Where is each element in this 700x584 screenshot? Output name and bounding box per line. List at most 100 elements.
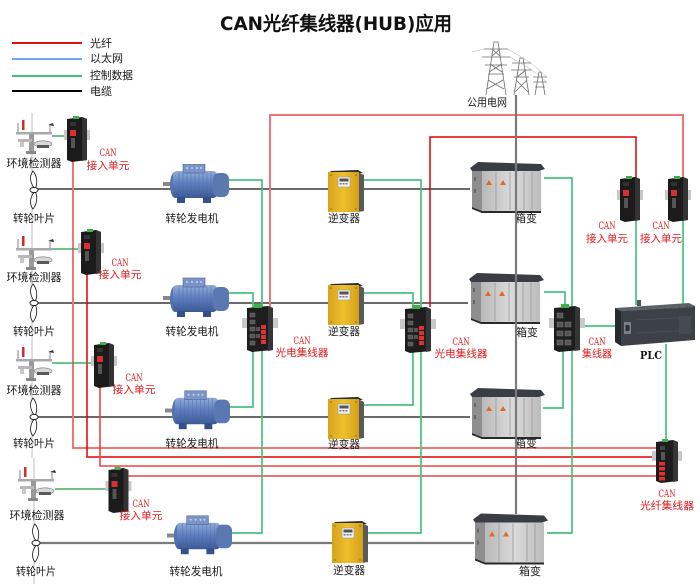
environment-detector-label: 环境检测器 xyxy=(7,270,62,284)
generator-label: 转轮发电机 xyxy=(166,211,219,225)
legend-label-fiber: 光纤 xyxy=(90,36,112,50)
generator-label: 转轮发电机 xyxy=(170,564,223,578)
environment-detector-label: 环境检测器 xyxy=(7,156,62,170)
power-grid-tower-icon xyxy=(471,41,548,96)
access-unit-name-label: 接入单元 xyxy=(87,159,131,172)
inverter-label: 逆变器 xyxy=(333,563,365,577)
turbine-blade-icon xyxy=(29,283,39,323)
generator-label: 转轮发电机 xyxy=(166,436,219,450)
turbine-blade-label: 转轮叶片 xyxy=(13,436,55,450)
inverter-icon xyxy=(328,397,364,439)
turbine-blade-label: 转轮叶片 xyxy=(13,324,55,338)
inverter-icon xyxy=(332,521,368,563)
turbine-blade-icon xyxy=(29,170,39,210)
control-data-line xyxy=(544,291,566,308)
box-transformer-icon xyxy=(469,387,545,439)
box-transformer-icon xyxy=(469,161,545,213)
box-transformer-label: 箱变 xyxy=(519,564,541,578)
control-data-line xyxy=(229,179,263,534)
generator-icon xyxy=(163,277,230,318)
hub-name-label: 集线器 xyxy=(582,347,612,360)
generator-icon xyxy=(165,390,231,430)
optoelectric-hub-2: CAN 光电集线器 xyxy=(400,305,488,360)
turbine-row-1: 环境检测器 转轮叶片 CAN 接入单元 转轮发电机 逆变器 箱变 xyxy=(7,116,545,225)
control-access-unit-2: CAN 接入单元 xyxy=(640,176,691,245)
box-transformer-label: 箱变 xyxy=(516,325,538,339)
optoelectric-hub-1: CAN 光电集线器 xyxy=(242,304,329,359)
control-data-line xyxy=(544,177,573,534)
environment-detector-icon xyxy=(15,346,55,382)
optoelectric-hub-icon xyxy=(242,304,278,352)
generator-label: 转轮发电机 xyxy=(166,324,219,338)
fiber-line xyxy=(269,114,684,307)
environment-detector-icon xyxy=(17,466,57,502)
turbine-blade-icon xyxy=(31,523,41,563)
can-access-unit-icon xyxy=(665,176,691,222)
hub-protocol-label: CAN xyxy=(589,336,606,348)
access-unit-name-label: 接入单元 xyxy=(640,232,682,245)
fiber-line xyxy=(72,160,656,449)
access-unit-protocol-label: CAN xyxy=(126,372,143,384)
legend-label-control-data: 控制数据 xyxy=(90,68,133,82)
control-data-line xyxy=(362,292,414,309)
generator-icon xyxy=(167,515,233,555)
can-access-unit-icon xyxy=(64,116,90,162)
turbine-row-3: 环境检测器 转轮叶片 CAN 接入单元 转轮发电机 逆变器 箱变 xyxy=(7,342,545,451)
access-unit-protocol-label: CAN xyxy=(112,257,129,269)
access-unit-protocol-label: CAN xyxy=(133,498,150,510)
hub-protocol-label: CAN xyxy=(659,488,676,500)
can-hub: CAN 集线器 xyxy=(549,304,612,360)
plc-icon xyxy=(615,300,695,346)
inverter-label: 逆变器 xyxy=(328,211,360,225)
plc-label: PLC xyxy=(640,349,662,362)
box-transformer-label: 箱变 xyxy=(515,211,537,225)
fiber-hub-icon xyxy=(652,439,682,483)
turbine-blade-label: 转轮叶片 xyxy=(13,211,55,225)
can-access-unit-icon xyxy=(105,467,132,513)
access-unit-protocol-label: CAN xyxy=(100,147,117,159)
inverter-label: 逆变器 xyxy=(328,437,360,451)
control-data-line xyxy=(362,179,422,534)
inverter-label: 逆变器 xyxy=(328,324,360,338)
control-data-line xyxy=(362,351,414,406)
control-access-unit-1: CAN 接入单元 xyxy=(586,176,643,245)
turbine-blade-icon xyxy=(29,397,39,437)
turbine-blade-label: 转轮叶片 xyxy=(16,564,56,578)
access-unit-protocol-label: CAN xyxy=(599,220,616,232)
hub-name-label: 光电集线器 xyxy=(276,346,330,359)
fiber-line xyxy=(99,386,656,467)
inverter-icon xyxy=(328,283,364,325)
legend-item-cable: 电缆 xyxy=(12,85,112,98)
environment-detector-icon xyxy=(15,119,55,155)
control-data-line xyxy=(229,292,254,308)
access-unit-name-label: 接入单元 xyxy=(586,232,628,245)
can-access-unit-icon xyxy=(617,176,643,222)
hub-protocol-label: CAN xyxy=(453,336,470,348)
control-data-line xyxy=(229,350,254,408)
legend-item-ethernet: 以太网 xyxy=(12,52,123,65)
legend-item-control-data: 控制数据 xyxy=(12,68,133,82)
connection-lines xyxy=(31,113,684,584)
box-transformer-label: 箱变 xyxy=(515,436,537,450)
diagram-title: CAN光纤集线器(HUB)应用 xyxy=(220,12,452,35)
optoelectric-hub-icon xyxy=(400,305,436,353)
fiber-line xyxy=(86,273,656,458)
environment-detector-label: 环境检测器 xyxy=(7,383,62,397)
legend-item-fiber: 光纤 xyxy=(12,36,112,50)
box-transformer-icon xyxy=(468,272,544,324)
turbine-row-2: 环境检测器 转轮叶片 CAN 接入单元 转轮发电机 逆变器 箱变 xyxy=(7,229,544,339)
access-unit-name-label: 接入单元 xyxy=(99,268,143,281)
hub-name-label: 光电集线器 xyxy=(435,347,489,360)
inverter-icon xyxy=(328,170,364,212)
hub-protocol-label: CAN xyxy=(294,335,311,347)
environment-detector-label: 环境检测器 xyxy=(10,508,65,522)
legend-label-ethernet: 以太网 xyxy=(90,52,123,65)
hub-name-label: 光纤集线器 xyxy=(640,499,695,512)
access-unit-protocol-label: CAN xyxy=(653,220,670,232)
control-data-line xyxy=(543,350,564,409)
environment-detector-icon xyxy=(15,235,55,271)
can-hub-icon xyxy=(549,304,585,352)
access-unit-name-label: 接入单元 xyxy=(120,509,164,522)
can-access-unit-icon xyxy=(91,342,117,388)
